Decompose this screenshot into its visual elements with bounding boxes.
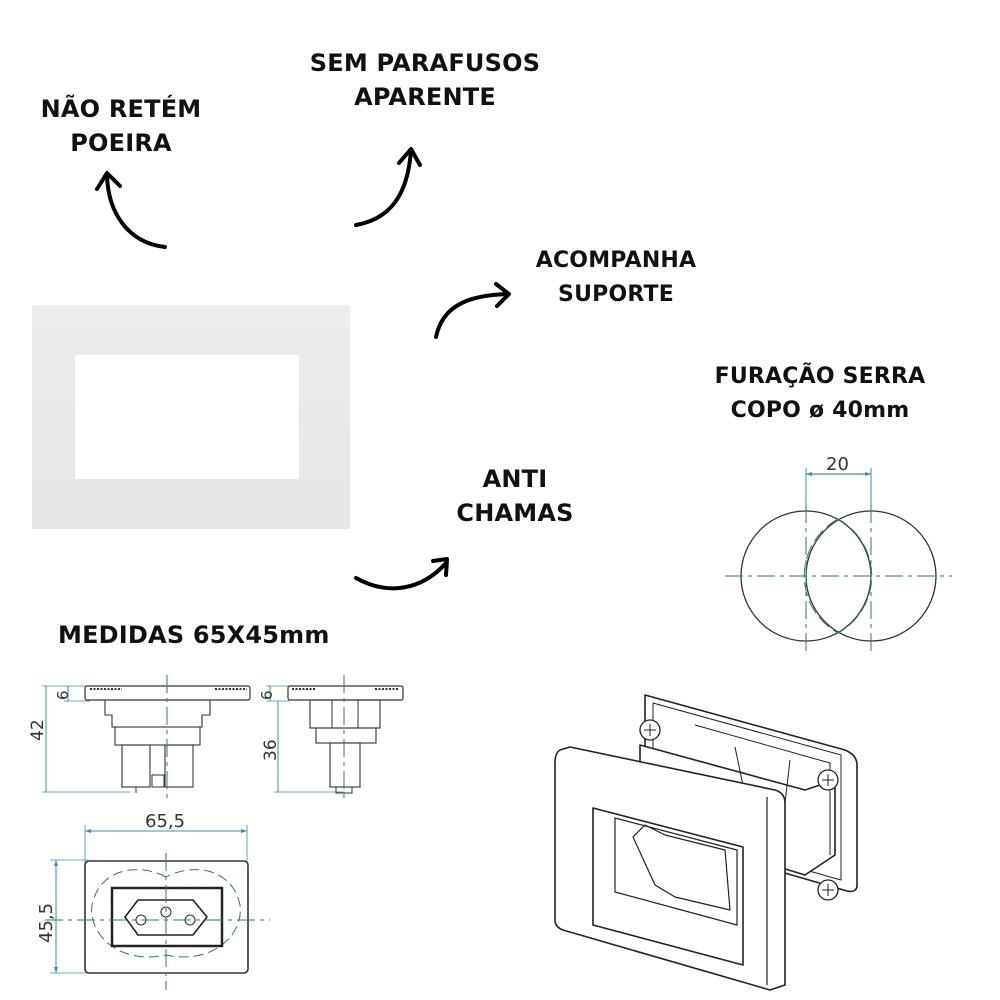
arrow-screws-icon <box>354 147 422 227</box>
dimension-20: 20 <box>805 454 872 505</box>
side-view-2-diagram: 6 36 <box>258 675 404 800</box>
feature-line: ACOMPANHA <box>535 248 697 273</box>
dimension-42-label: 42 <box>28 719 48 741</box>
screw-icons <box>639 719 839 901</box>
feature-label-drilling: FURAÇÃO SERRA COPO ø 40mm <box>710 360 930 428</box>
feature-label-flame: ANTI CHAMAS <box>445 462 585 530</box>
feature-label-dust: NÃO RETÉM POEIRA <box>36 92 206 160</box>
feature-line: POEIRA <box>70 129 172 157</box>
drilling-diagram: 20 <box>725 454 952 655</box>
feature-line: APARENTE <box>354 83 496 111</box>
dimension-65-5-label: 65,5 <box>145 811 185 832</box>
feature-line: COPO ø 40mm <box>730 398 910 423</box>
feature-line: ANTI <box>482 465 548 493</box>
feature-line: SUPORTE <box>558 282 674 307</box>
arrow-support-icon <box>434 282 511 339</box>
arrow-dust-icon <box>95 171 167 249</box>
arrow-flame-icon <box>354 557 449 591</box>
plate-window <box>75 355 299 479</box>
feature-label-support: ACOMPANHA SUPORTE <box>526 244 706 312</box>
feature-line: FURAÇÃO SERRA <box>714 364 926 389</box>
measures-title: MEDIDAS 65X45mm <box>58 621 330 649</box>
dimension-45-5-label: 45,5 <box>36 903 57 943</box>
hole-overlap-dashed <box>803 518 873 634</box>
feature-label-screws: SEM PARAFUSOS APARENTE <box>305 46 545 114</box>
front-view-diagram: 65,5 45,5 <box>36 811 270 990</box>
dimension-6b-label: 6 <box>258 690 276 700</box>
dimension-6-label: 6 <box>54 690 72 700</box>
dimension-20-label: 20 <box>826 454 849 475</box>
feature-line: NÃO RETÉM <box>40 95 202 123</box>
product-plate-image <box>32 305 350 529</box>
side-view-diagram: 42 6 <box>28 675 251 800</box>
feature-line: SEM PARAFUSOS <box>309 49 541 77</box>
dimension-36-label: 36 <box>261 739 281 761</box>
feature-line: CHAMAS <box>456 499 574 527</box>
exploded-view-diagram <box>554 694 858 991</box>
